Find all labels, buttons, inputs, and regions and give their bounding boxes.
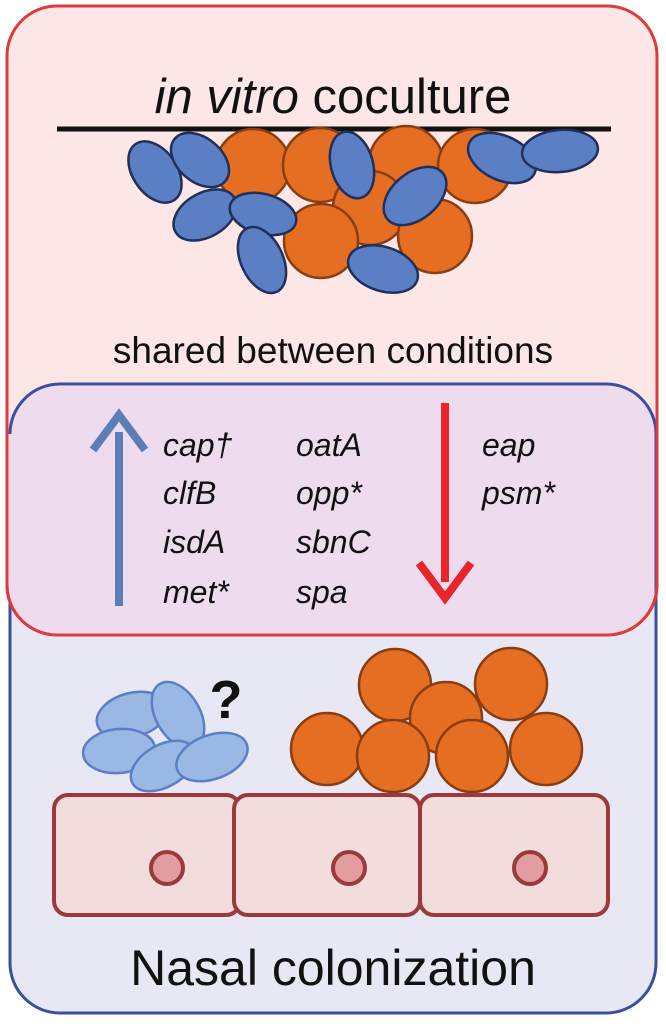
coccus-cell [508,711,584,787]
epithelial-cell [232,793,422,917]
question-mark: ? [210,670,243,730]
overlap-red-border [5,385,659,637]
gene-label: cap† [163,427,233,463]
downregulated-arrow [415,403,475,605]
shared-caption: shared between conditions [113,330,553,371]
gene-label: clfB [163,475,216,511]
epithelial-cell [52,793,242,917]
cocci-cluster [289,646,584,794]
rod-cell [346,244,420,294]
cell-nucleus [331,850,367,886]
panel-title: in vitro coculture [155,70,512,124]
nuclei [149,850,548,886]
rod-cell [466,131,538,185]
gene-label: sbnC [296,524,372,560]
coccus-cell [289,711,365,787]
gene-label: opp* [296,475,363,511]
gene-label: spa [296,574,348,610]
coculture-cluster [127,124,600,295]
rod-cell [169,131,231,189]
nasal-caption: Nasal colonization [130,940,536,996]
rod-cell [175,731,249,783]
coccus-cell [282,202,360,280]
uncertain-rod-cluster [81,680,249,793]
upregulated-genes: cap† clfB isdA met* oatA opp* sbnC spa [163,427,372,610]
rod-cell [382,165,448,227]
rod-cell [236,225,288,295]
overlap-blue-border [8,382,658,633]
downregulated-genes: eap psm* [481,427,556,511]
gene-label: psm* [481,475,556,511]
shared-overlap-region [9,386,655,633]
gene-label: isdA [163,524,225,560]
rod-cell [520,128,600,174]
coccus-cell [434,718,510,794]
cell-nucleus [149,850,185,886]
title-italic-part: in vitro [155,70,299,124]
epithelial-cell [418,793,610,917]
gene-label: met* [163,574,230,610]
title-rest-part: coculture [299,70,511,124]
cell-nucleus [512,850,548,886]
gene-label: oatA [296,427,362,463]
epithelium [52,793,610,917]
coccus-cell [473,646,549,722]
coccus-cell [355,718,431,794]
gene-label: eap [482,427,535,463]
upregulated-arrow [89,408,149,606]
rod-cell [328,130,376,200]
